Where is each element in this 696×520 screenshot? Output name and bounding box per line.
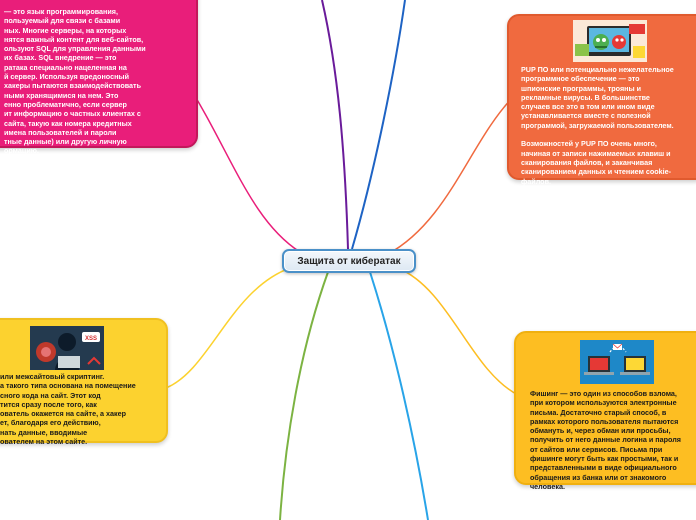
- topic-card-phishing[interactable]: Фишинг — это один из способов взлома, пр…: [514, 331, 696, 491]
- central-topic-node[interactable]: Защита от кибератак: [282, 249, 416, 273]
- topic-card-xss[interactable]: XSS или межсайтовый скриптинг. а такого …: [0, 318, 168, 447]
- branch-bottom-green: [279, 271, 329, 520]
- branch-sql: [184, 79, 301, 253]
- phishing-laptops-illustration: [580, 340, 654, 384]
- malware-monsters-illustration: [573, 20, 647, 62]
- branch-bottom-blue: [369, 271, 429, 520]
- branch-top-blue: [351, 0, 406, 250]
- phishing-text: Фишинг — это один из способов взлома, пр…: [530, 389, 681, 491]
- sql-injection-text: — это язык программирования, пользуемый …: [4, 7, 146, 156]
- topic-card-sql-injection[interactable]: — это язык программирования, пользуемый …: [0, 0, 198, 155]
- branch-top-purple: [321, 0, 349, 250]
- central-topic-label: Защита от кибератак: [297, 255, 401, 267]
- branch-pup: [387, 94, 516, 255]
- svg-text:XSS: XSS: [85, 336, 97, 342]
- xss-text: или межсайтовый скриптинг. а такого типа…: [0, 372, 136, 447]
- pup-text: PUP ПО или потенциально нежелательное пр…: [521, 65, 674, 186]
- topic-card-pup[interactable]: PUP ПО или потенциально нежелательное пр…: [507, 14, 696, 186]
- branch-xss: [165, 267, 291, 389]
- xss-hacker-illustration: XSS: [30, 326, 104, 370]
- branch-phishing: [397, 267, 519, 396]
